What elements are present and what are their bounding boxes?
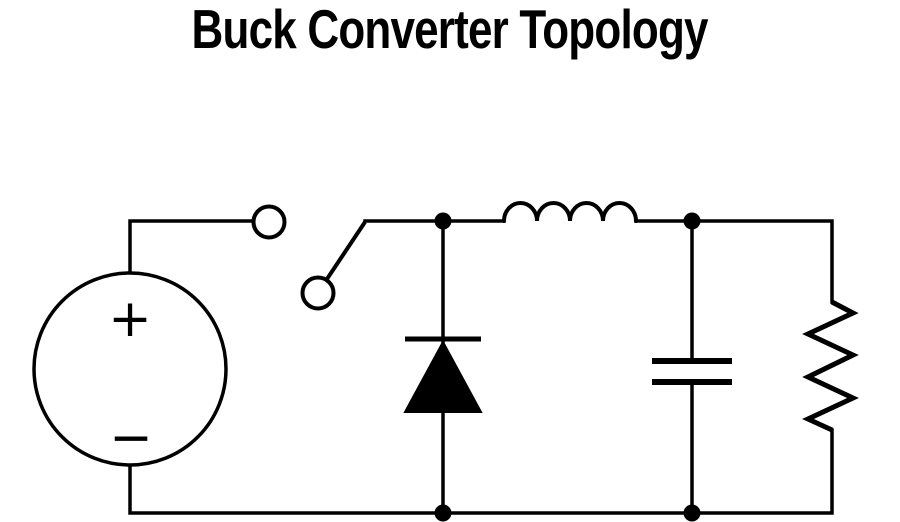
junction-dot-ground-diode: [434, 504, 452, 522]
capacitor: [652, 358, 732, 385]
switch-terminal-pole: [300, 275, 336, 311]
voltage-source-minus-label: −: [109, 408, 153, 468]
voltage-source-circle: [32, 271, 228, 467]
switch-terminal-left: [251, 204, 287, 240]
resistor: [802, 299, 859, 433]
switch-lever: [325, 220, 367, 281]
diode-triangle: [403, 339, 483, 413]
junction-dot-switch-node: [434, 212, 452, 230]
junction-dot-ground-capacitor: [683, 504, 701, 522]
junction-dot-output-node: [683, 212, 701, 230]
diode: [403, 336, 483, 413]
wire-bottom-rail: [128, 428, 834, 515]
wire-inductor-to-resistor: [634, 219, 834, 304]
inductor: [502, 201, 638, 223]
voltage-source-plus-label: +: [108, 289, 152, 349]
voltage-source: + −: [32, 271, 228, 468]
junction-dots: [434, 212, 701, 522]
page-title-text: Buck Converter Topology: [191, 0, 709, 60]
wire-source-to-switch: [128, 219, 256, 275]
page-title: Buck Converter Topology: [0, 2, 900, 57]
switch: [251, 204, 367, 311]
wires: [128, 219, 834, 515]
